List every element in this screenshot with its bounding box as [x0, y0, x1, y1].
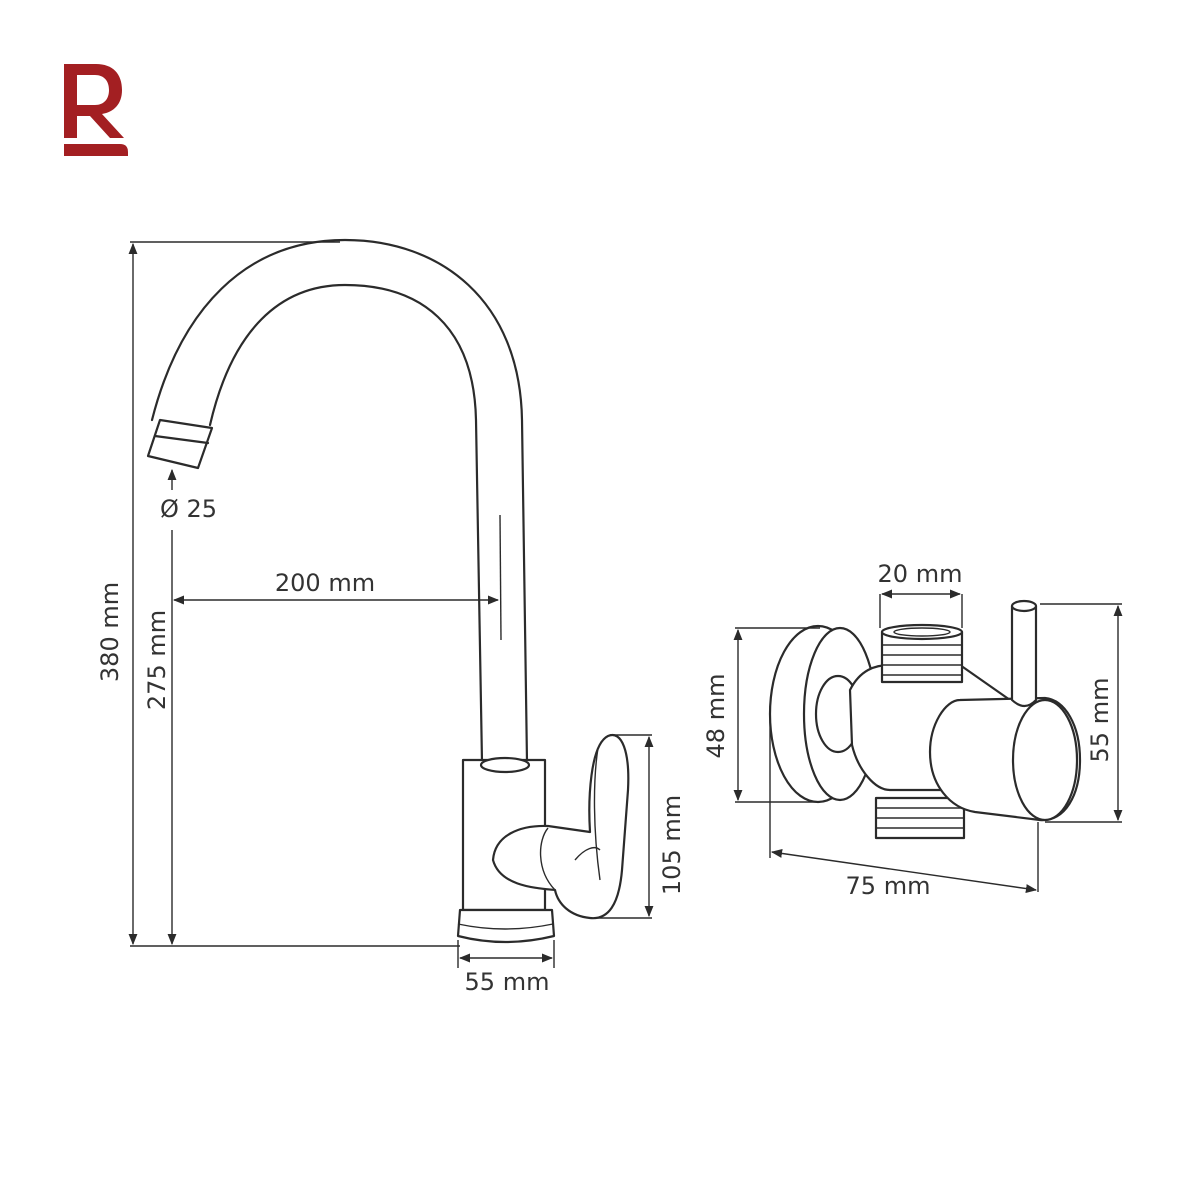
dim-reach: 200 mm [275, 569, 375, 597]
dim-valve-length: 75 mm [846, 872, 931, 900]
brand-logo-mark [64, 64, 124, 138]
nozzle-ring [153, 434, 210, 445]
brand-logo-underline [64, 144, 128, 156]
brand-logo: R [64, 64, 128, 156]
dim-handle-height: 105 mm [658, 795, 686, 895]
nozzle [146, 418, 214, 470]
spout-collar [479, 756, 531, 774]
faucet-dimensions: 380 mm 275 mm Ø 25 200 mm 105 mm 55 mm [96, 241, 686, 996]
valve-drawing [768, 599, 1082, 840]
spout-outer-curve [150, 238, 529, 764]
valve-lever-top [1010, 599, 1038, 613]
lever-curve [574, 847, 601, 861]
valve-dimensions: 20 mm 48 mm 55 mm 75 mm [702, 560, 1123, 900]
dim-spout-height: 275 mm [143, 610, 171, 710]
dim-75-line [770, 849, 1038, 893]
dim-nozzle-diameter: Ø 25 [160, 495, 217, 523]
faucet-base [456, 908, 556, 944]
lever-joint-line [539, 827, 556, 891]
dim-base-width: 55 mm [465, 968, 550, 996]
lever-highlight [593, 747, 601, 881]
valve-bottom-thread [874, 796, 966, 840]
spout-inner-curve [208, 283, 484, 764]
spout-reflection [499, 514, 502, 641]
dim-valve-handle-height: 55 mm [1086, 678, 1114, 763]
faucet-drawing [146, 238, 630, 944]
valve-lever [1010, 604, 1038, 708]
base-ring [457, 923, 554, 930]
valve-top-thread [880, 623, 964, 684]
valve-cap-face [1011, 698, 1079, 822]
dim-inlet-width: 20 mm [878, 560, 963, 588]
dim-flange-height: 48 mm [702, 674, 730, 759]
dim-total-height: 380 mm [96, 582, 124, 682]
